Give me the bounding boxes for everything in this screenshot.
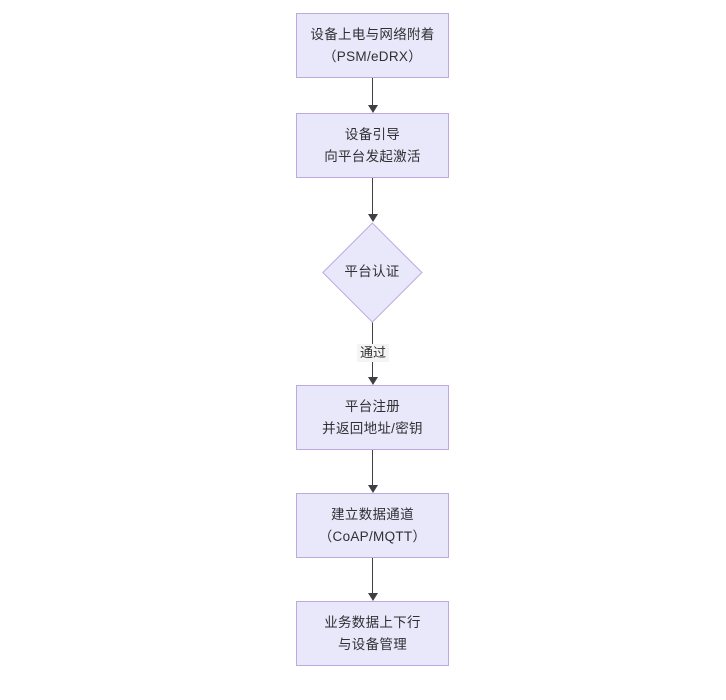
- flowchart-node-platform-register[interactable]: 平台注册 并返回地址/密钥: [296, 385, 449, 450]
- edge-line: [372, 78, 373, 106]
- edge-line: [372, 178, 373, 215]
- node-line-1: 业务数据上下行: [324, 614, 421, 630]
- flowchart-node-device-power-on[interactable]: 设备上电与网络附着 （PSM/eDRX）: [296, 13, 449, 78]
- edge-line: [372, 450, 373, 486]
- flowchart-node-establish-data-channel[interactable]: 建立数据通道 （CoAP/MQTT）: [296, 493, 449, 558]
- node-line-1: 平台注册: [344, 398, 401, 414]
- edge-label-pass: 通过: [357, 344, 390, 362]
- arrowhead-icon: [367, 377, 378, 385]
- flowchart-node-platform-auth-decision[interactable]: 平台认证: [321, 221, 422, 322]
- node-line-1: 建立数据通道: [331, 506, 414, 522]
- node-line-1: 设备引导: [344, 126, 401, 142]
- flowchart-node-business-data-and-device-mgmt[interactable]: 业务数据上下行 与设备管理: [296, 601, 449, 666]
- node-line-2: （CoAP/MQTT）: [318, 528, 427, 544]
- arrowhead-icon: [367, 485, 378, 493]
- node-line-2: 与设备管理: [338, 636, 407, 652]
- flowchart-node-device-bootstrap[interactable]: 设备引导 向平台发起激活: [296, 113, 449, 178]
- node-line-1: 平台认证: [344, 264, 400, 279]
- arrowhead-icon: [367, 593, 378, 601]
- edge-line: [372, 558, 373, 594]
- node-line-2: 向平台发起激活: [324, 148, 421, 164]
- node-line-2: 并返回地址/密钥: [322, 420, 423, 436]
- arrowhead-icon: [367, 214, 378, 222]
- node-line-2: （PSM/eDRX）: [322, 48, 423, 64]
- node-line-1: 设备上电与网络附着: [310, 26, 435, 42]
- arrowhead-icon: [367, 105, 378, 113]
